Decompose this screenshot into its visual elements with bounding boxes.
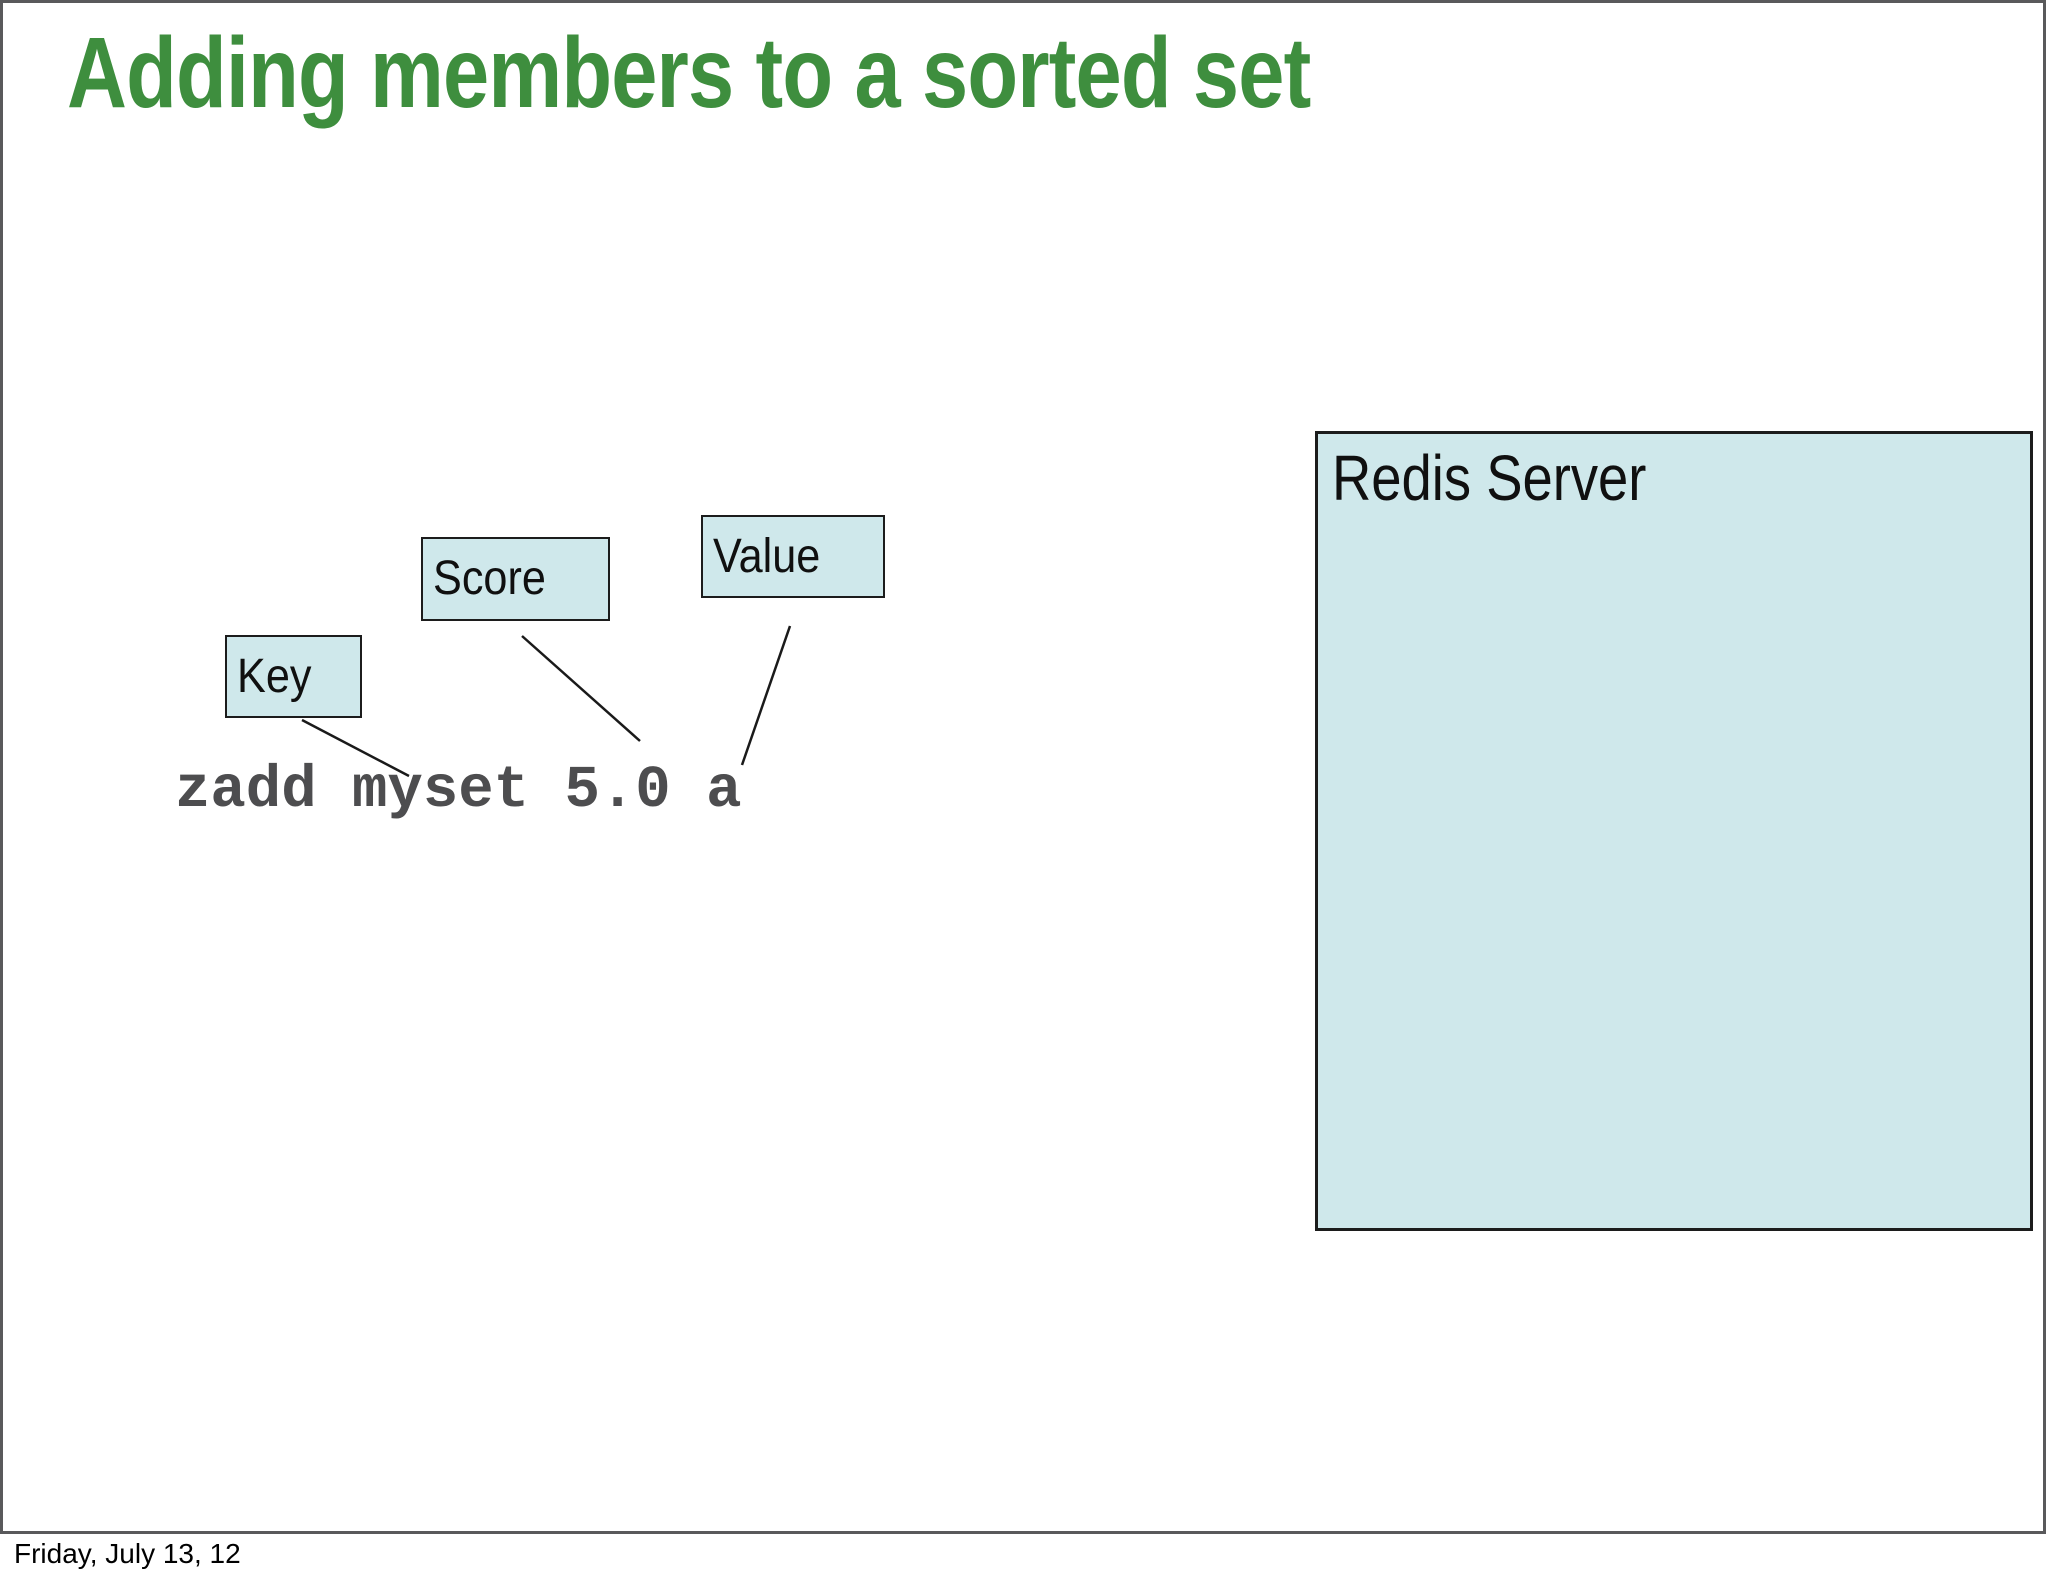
value-box: Value — [701, 515, 885, 598]
key-box: Key — [225, 635, 362, 718]
score-connector-line — [521, 635, 641, 742]
score-box-label: Score — [433, 552, 546, 605]
slide-canvas: Adding members to a sorted set Key Score… — [0, 0, 2046, 1534]
redis-server-label: Redis Server — [1332, 442, 1647, 514]
slide-title: Adding members to a sorted set — [67, 17, 1311, 129]
score-box: Score — [421, 537, 610, 621]
slide-date-footer: Friday, July 13, 12 — [14, 1538, 241, 1569]
value-box-label: Value — [713, 529, 821, 583]
key-box-label: Key — [237, 649, 312, 703]
value-connector-line — [740, 625, 792, 766]
redis-server-box: Redis Server — [1315, 431, 2033, 1231]
redis-command-text: zadd myset 5.0 a — [175, 757, 742, 824]
